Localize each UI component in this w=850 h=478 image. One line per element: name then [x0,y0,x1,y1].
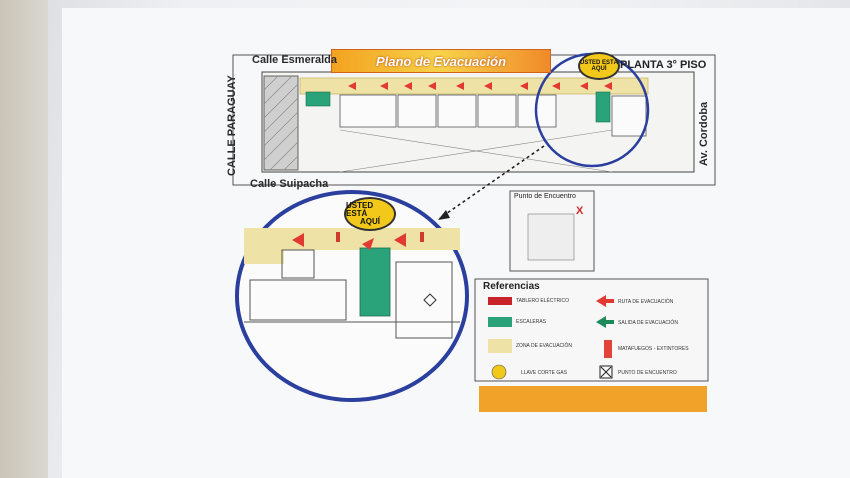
street-bottom: Calle Suipacha [250,178,329,190]
room [397,94,437,128]
zoom-route-arrow [292,233,304,247]
meeting-point-title: Punto de Encuentro [514,193,576,200]
meeting-point-map [527,213,575,261]
legend-label-salida: SALIDA DE EVACUACIÓN [618,320,678,326]
zoom-route-arrow [362,238,374,250]
legend-label-zona: ZONA DE EVACUACIÓN [516,343,573,349]
room [611,95,647,137]
plan-title-bar: Plano de Evacuación [331,49,551,73]
route-arrow [520,82,528,90]
diamond-marker [423,293,437,307]
badge-line1: USTED ESTÁ [346,201,374,218]
evacuation-corridor [299,77,649,95]
legend-swatch-salida [596,316,614,328]
legend-swatch-ruta [596,295,614,307]
badge-line2: AQUÍ [591,66,607,72]
room [437,94,477,128]
route-arrow [580,82,588,90]
street-left: CALLE PARAGUAY [226,75,238,176]
legend-label-ruta: RUTA DE EVACUACIÓN [618,299,674,305]
room [477,94,517,128]
zoom-room [395,261,453,339]
legend-label-matafuegos: MATAFUEGOS - EXTINTORES [618,346,689,352]
hatched-block [263,75,299,171]
plan-title: Plano de Evacuación [375,53,507,69]
badge-line2: AQUÍ [360,217,380,226]
route-arrow [604,82,612,90]
badge-line1: USTED ESTÁ [580,60,619,66]
legend-label-punto: PUNTO DE ENCUENTRO [618,370,677,376]
legend-swatch-punto [599,365,613,379]
you-are-here-badge-zoom: USTED ESTÁ AQUÍ [344,197,396,231]
stairs-right [595,91,611,123]
legend-swatch-zona [488,339,512,353]
extinguisher-icon [336,232,340,242]
legend-label-tablero: TABLERO ELÉCTRICO [516,298,569,304]
street-right: Av. Cordoba [698,101,710,166]
zoom-stairs [359,247,391,317]
route-arrow [484,82,492,90]
footer-bar [479,386,707,412]
zoom-route-arrow [394,233,406,247]
zoom-room [281,249,315,279]
legend-swatch-gas [491,364,507,380]
legend-title: Referencias [483,281,540,292]
extinguisher-icon [420,232,424,242]
route-arrow [456,82,464,90]
legend-swatch-matafuegos [604,340,612,358]
legend-label-escaleras: ESCALERAS [516,319,547,325]
route-arrow [428,82,436,90]
pointer-head [438,210,450,220]
zoom-room [249,279,347,321]
route-arrow [348,82,356,90]
zoom-corridor-side [244,250,284,264]
zoom-corridor [244,228,460,250]
route-arrow [404,82,412,90]
floor-label: PLANTA 3° PISO [620,59,707,71]
street-top: Calle Esmeralda [252,54,337,66]
legend-box [474,278,709,382]
you-are-here-badge-small: USTED ESTÁ AQUÍ [578,52,620,80]
route-arrow [552,82,560,90]
room [339,94,397,128]
legend-swatch-tablero [488,297,512,305]
legend-swatch-escaleras [488,317,512,327]
meeting-point-marker: X [576,205,584,217]
legend-label-gas: LLAVE CORTE GAS [521,370,567,376]
stairs-left [305,91,331,107]
route-arrow [380,82,388,90]
